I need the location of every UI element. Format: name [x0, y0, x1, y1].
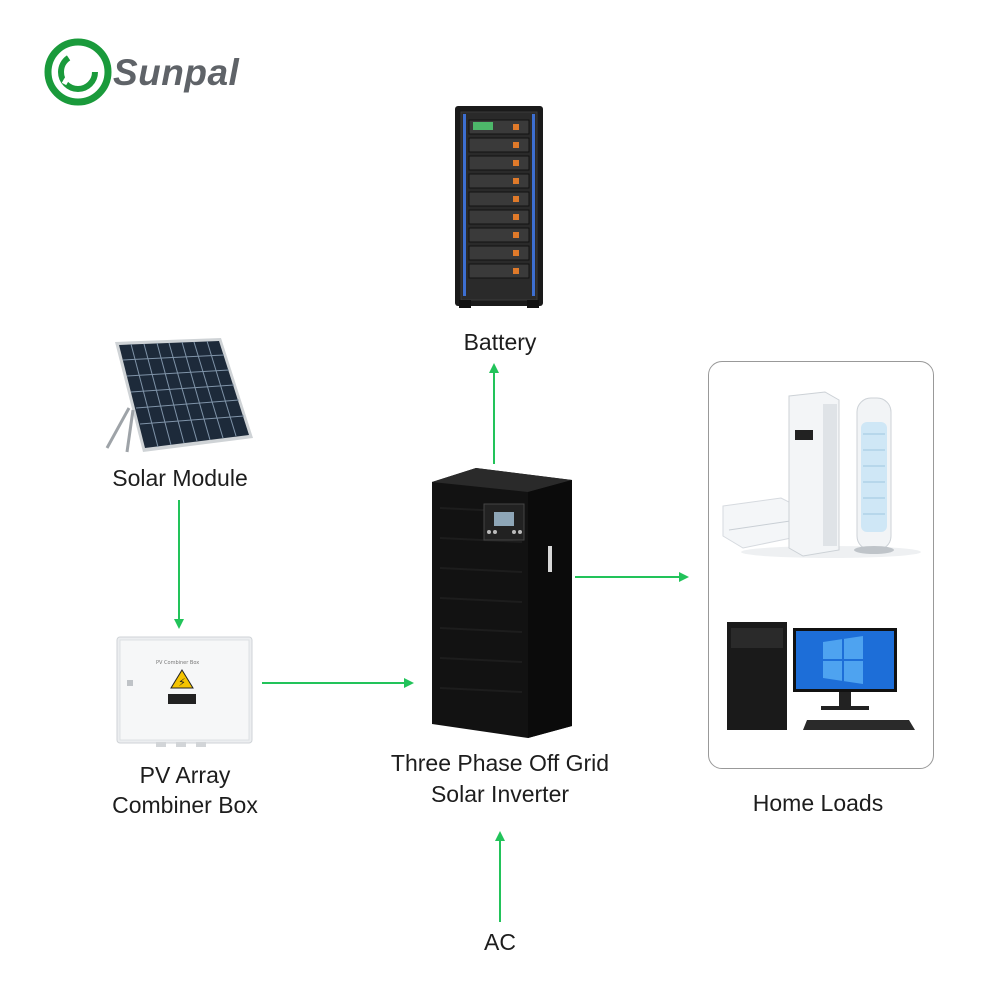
solar-module-image — [103, 336, 258, 456]
inverter-cabinet-image — [432, 468, 572, 738]
svg-text:⚡: ⚡ — [178, 676, 186, 689]
combiner-panel-title: PV Combiner Box — [156, 660, 200, 666]
combiner-box-label-line2: Combiner Box — [112, 792, 258, 818]
inverter-label-line1: Three Phase Off Grid — [390, 750, 610, 776]
combiner-box-label-line1: PV Array — [139, 762, 231, 788]
home-loads-label: Home Loads — [752, 790, 884, 816]
brand-name: Sunpal — [113, 52, 240, 93]
air-conditioner-image — [722, 391, 921, 558]
inverter-label-line2: Solar Inverter — [430, 781, 570, 807]
computer-image — [727, 622, 915, 730]
battery-label: Battery — [463, 329, 537, 355]
home-loads-panel — [708, 361, 934, 769]
battery-cabinet-image — [453, 104, 545, 310]
solar-module-label: Solar Module — [112, 465, 248, 491]
ac-label: AC — [484, 929, 516, 955]
combiner-box-image: ⚡ PV Combiner Box — [116, 636, 253, 748]
brand-logo — [44, 38, 112, 106]
sunpal-logo-icon — [44, 38, 112, 106]
